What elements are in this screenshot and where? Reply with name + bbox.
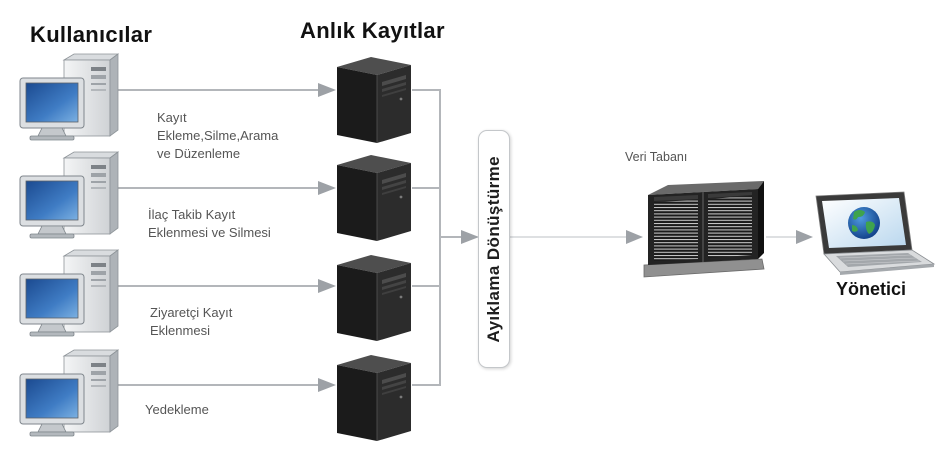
process-box: Ayıklama Dönüştürme — [478, 130, 510, 368]
users-heading: Kullanıcılar — [30, 22, 153, 47]
arrow-icon — [626, 230, 643, 244]
arrow-icon — [461, 230, 479, 244]
database-server-rack-icon — [643, 180, 765, 278]
desktop-computer-icon — [19, 53, 119, 141]
flow-label-line: İlaç Takib Kayıt — [148, 207, 236, 222]
desktop-computer-icon — [19, 249, 119, 337]
instant-records-heading: Anlık Kayıtlar — [300, 18, 445, 43]
flow-label-3: Ziyaretçi Kayıt Eklenmesi — [150, 304, 232, 340]
flow-label-4: Yedekleme — [145, 401, 209, 419]
arrow-icon — [796, 230, 813, 244]
desktop-computer-icon — [19, 151, 119, 239]
process-label: Ayıklama Dönüştürme — [484, 155, 503, 343]
arrow-icon — [318, 378, 336, 392]
arrow-icon — [318, 181, 336, 195]
admin-label: Yönetici — [836, 279, 907, 299]
flow-label-line: Ekleme,Silme,Arama — [157, 128, 279, 143]
flow-label-2: İlaç Takib Kayıt Eklenmesi ve Silmesi — [148, 206, 271, 242]
arrow-icon — [318, 83, 336, 97]
server-tower-icon — [336, 56, 412, 144]
server-tower-icon — [336, 154, 412, 242]
desktop-computer-icon — [19, 349, 119, 437]
flow-label-1: Kayıt Ekleme,Silme,Arama ve Düzenleme — [157, 109, 278, 163]
arrow-icon — [318, 279, 336, 293]
flow-label-line: Ziyaretçi Kayıt — [150, 305, 233, 320]
flow-label-line: Eklenmesi — [150, 323, 210, 338]
flow-label-line: Yedekleme — [145, 402, 209, 417]
server-tower-icon — [336, 354, 412, 442]
flow-label-line: Kayıt — [157, 110, 187, 125]
database-label: Veri Tabanı — [625, 150, 688, 164]
flow-label-line: ve Düzenleme — [157, 146, 241, 161]
flow-label-line: Eklenmesi ve Silmesi — [148, 225, 271, 240]
server-tower-icon — [336, 254, 412, 342]
laptop-globe-icon — [815, 191, 935, 276]
